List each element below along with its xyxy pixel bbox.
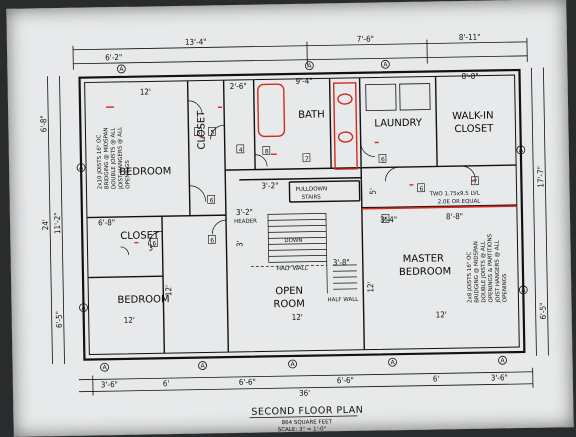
door-tag: 5	[210, 129, 214, 136]
room-label-master-2: BEDROOM	[399, 266, 451, 278]
dim-right-2: 6'-5"	[539, 302, 548, 319]
dim-closet2-w: 6'-8"	[98, 218, 115, 227]
dim-top-sub-2: 12'	[140, 87, 151, 96]
dim-right-1: 17'-7"	[536, 166, 545, 188]
joist-right-line: 2x8 JOISTS 16" OC	[467, 252, 474, 303]
room-label-master-1: MASTER	[403, 253, 444, 265]
dim-bot-5: 6'	[433, 374, 440, 383]
dim-bot-4: 6'-6"	[337, 376, 354, 385]
dim-bot-2: 6'	[163, 379, 170, 388]
room-label-laundry: LAUNDRY	[374, 118, 423, 130]
dim-left-4: 6'-5"	[55, 311, 64, 328]
dim-top-sub-1: 6'-2"	[105, 53, 122, 62]
plan-subtitle: 864 SQUARE FEET	[282, 419, 333, 426]
dim-left-3: 24'	[41, 219, 50, 230]
dim-left-2: 11'-2"	[53, 212, 62, 234]
room-label-bath: BATH	[298, 109, 325, 120]
door-tag: 4	[239, 147, 243, 154]
dim-vert-12: 12'	[164, 285, 173, 296]
dim-closet-w: 2'-6"	[230, 82, 247, 91]
dim-mid-12c: 12'	[436, 310, 447, 319]
room-label-bedroom-2: BEDROOM	[117, 294, 169, 306]
dim-mid-12a: 12'	[124, 316, 135, 325]
label-down: DOWN	[284, 238, 302, 244]
stair-treads	[250, 213, 357, 295]
dim-bot-6: 3'-6"	[491, 373, 508, 382]
room-label-open-1: OPEN	[275, 286, 303, 297]
door-swings	[118, 96, 477, 255]
dim-top-overall-3: 8'-11"	[459, 33, 481, 42]
door-tag: 6	[210, 197, 214, 204]
dim-bath-w: 9'-4"	[296, 77, 313, 86]
dim-bot-overall: 36'	[299, 389, 310, 398]
dim-hall-w: 3'-2"	[261, 181, 278, 190]
label-half-wall-2: HALF WALL	[327, 297, 359, 304]
label-pulldown: PULLDOWN	[295, 186, 327, 193]
label-stairs: STAIRS	[302, 194, 322, 200]
joist-right-line: OPENINGS & PARTITIONS	[487, 233, 494, 302]
dim-stair-w: 3'-2"	[236, 208, 253, 217]
door-tag: 6	[210, 237, 214, 244]
door-tag: 6	[381, 156, 385, 163]
room-label-open-2: ROOM	[273, 299, 305, 311]
label-half-wall-1: HALF WALL	[277, 266, 309, 273]
joist-left-line: BRIDGING @ MIDSPAN	[103, 127, 110, 189]
dim-bot-3: 6'-6"	[239, 378, 256, 387]
dim-vert-5: 5'	[368, 188, 377, 195]
joist-left-line: OPENINGS	[125, 160, 132, 189]
dim-mid-12b: 12'	[292, 313, 303, 322]
blueprint-sheet: BEDROOM CLOSET BATH LAUNDRY WALK-IN CLOS…	[6, 0, 573, 437]
dim-halfwall-w: 3'-8"	[333, 258, 350, 267]
laundry-appliances	[366, 84, 430, 111]
door-tag: 6	[419, 186, 423, 193]
dim-left-1: 6'-8"	[39, 115, 48, 132]
joist-right-line: OPENINGS	[502, 273, 509, 302]
dim-vert-12b: 12'	[366, 281, 375, 292]
label-lvl-1: TWO 1.75x9.5 LVL	[429, 191, 481, 198]
joist-left-line: DOUBLE JOISTS @ ALL	[110, 127, 117, 189]
joist-note-left: 2x10 JOISTS 16" OC BRIDGING @ MIDSPAN DO…	[96, 126, 131, 191]
door-tag: 7	[305, 156, 309, 163]
room-label-walkin-1: WALK-IN	[452, 110, 493, 122]
room-label-walkin-2: CLOSET	[454, 123, 494, 135]
floor-plan-drawing: BEDROOM CLOSET BATH LAUNDRY WALK-IN CLOS…	[6, 0, 573, 437]
label-header: HEADER	[234, 219, 257, 225]
door-tag: 6	[152, 240, 156, 247]
door-tag: 6	[384, 216, 388, 223]
joist-right-line: JOIST HANGERS @ ALL	[494, 239, 501, 303]
dim-top-sub-3: 8'-8"	[461, 72, 478, 81]
door-tag: 8	[265, 148, 269, 155]
dim-master-a: 3'-4"	[380, 215, 397, 224]
dim-top-overall-1: 13'-4"	[185, 37, 207, 46]
joist-left-line: 2x10 JOISTS 16" OC	[97, 134, 104, 189]
door-tag: 7	[473, 179, 477, 186]
plan-scale: SCALE: 3" = 1'-0"	[278, 426, 327, 433]
label-lvl-2: 2.0E OR EQUAL	[438, 199, 482, 206]
dim-top-overall-2: 7'-6"	[357, 35, 374, 44]
dim-vert-3: 3'	[235, 240, 244, 247]
dim-master-b: 8'-8"	[446, 212, 463, 221]
joist-note-right: 2x8 JOISTS 16" OC BRIDGING @ MIDSPAN DOU…	[466, 233, 508, 304]
door-tag: 5	[196, 130, 200, 137]
joist-left-line: JOIST HANGERS @ ALL	[117, 126, 124, 190]
joist-right-line: BRIDGING @ MIDSPAN	[473, 241, 480, 303]
dim-bot-1: 3'-6"	[101, 380, 118, 389]
joist-right-line: DOUBLE JOISTS @ ALL	[480, 240, 487, 302]
